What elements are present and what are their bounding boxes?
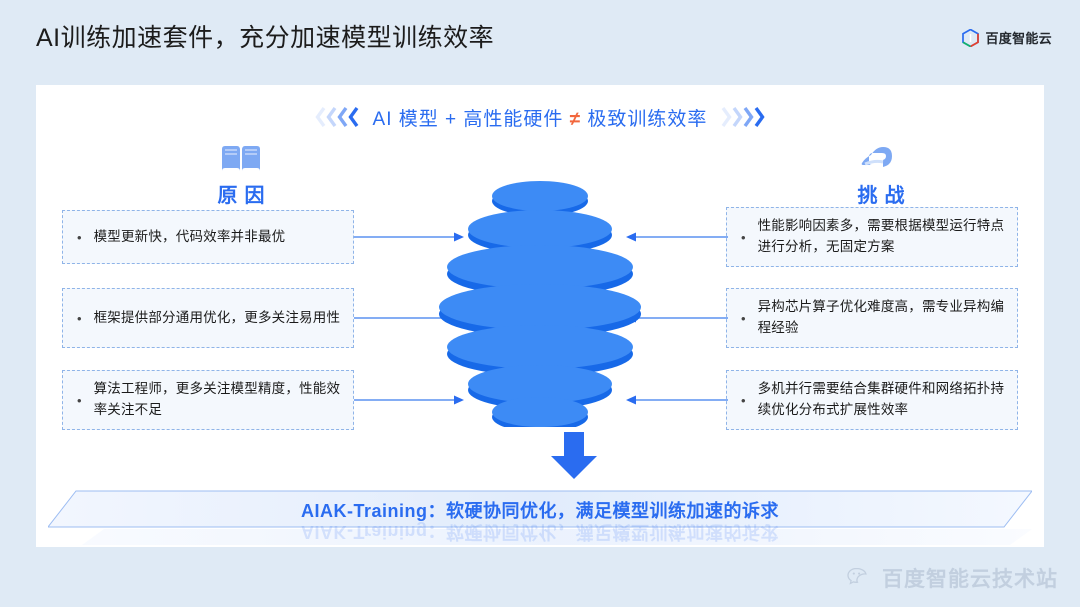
content-card: AI 模型 + 高性能硬件 ≠ 极致训练效率 原因 <box>36 85 1044 547</box>
column-head-challenges: 挑战 <box>796 142 966 208</box>
list-item-text: 多机并行需要结合集群硬件和网络拓扑持续优化分布式扩展性效率 <box>757 381 1005 417</box>
watermark: 百度智能云技术站 <box>847 563 1058 593</box>
list-item[interactable]: • 框架提供部分通用优化，更多关注易用性 <box>62 288 354 348</box>
ribbon-headline: AI 模型 + 高性能硬件 ≠ 极致训练效率 <box>373 104 708 131</box>
column-head-label-challenges: 挑战 <box>857 185 912 207</box>
arrow-right-icon <box>354 231 466 243</box>
list-item-text: 模型更新快，代码效率并非最优 <box>93 228 286 244</box>
summary-banner-caption-reflection: AIAK-Training：软硬协同优化，满足模型训练加速的诉求 <box>301 522 779 542</box>
double-chevron-right-icon <box>721 106 766 128</box>
slide-header: AI训练加速套件，充分加速模型训练效率 百度智能云 <box>0 0 1080 74</box>
stacked-disc-sphere-icon <box>434 179 646 432</box>
list-item[interactable]: • 算法工程师，更多关注模型精度，性能效率关注不足 <box>62 370 354 430</box>
ribbon-text-part2: 极致训练效率 <box>581 108 708 130</box>
list-item[interactable]: • 性能影响因素多，需要根据模型运行特点进行分析，无固定方案 <box>726 207 1018 267</box>
not-equal-symbol: ≠ <box>569 108 582 130</box>
list-item-text: 框架提供部分通用优化，更多关注易用性 <box>93 309 341 325</box>
flexed-arm-icon <box>796 142 966 174</box>
watermark-label: 百度智能云技术站 <box>882 568 1058 591</box>
brand-label: 百度智能云 <box>985 31 1052 46</box>
wechat-icon <box>847 567 867 585</box>
summary-banner-caption: AIAK-Training：软硬协同优化，满足模型训练加速的诉求 <box>301 501 779 521</box>
bullet-icon: • <box>741 229 746 245</box>
column-head-label-reasons: 原因 <box>217 185 272 207</box>
list-item-text: 性能影响因素多，需要根据模型运行特点进行分析，无固定方案 <box>757 218 1005 254</box>
bullet-icon: • <box>77 392 82 408</box>
bullet-icon: • <box>77 229 82 245</box>
brand-logo: 百度智能云 <box>962 28 1052 47</box>
list-item-text: 异构芯片算子优化难度高，需专业异构编程经验 <box>757 299 1005 335</box>
arrow-left-icon <box>624 394 728 406</box>
arrow-down-icon <box>544 432 604 480</box>
list-item[interactable]: • 异构芯片算子优化难度高，需专业异构编程经验 <box>726 288 1018 348</box>
double-chevron-left-icon <box>314 106 359 128</box>
list-item[interactable]: • 模型更新快，代码效率并非最优 <box>62 210 354 264</box>
page-title: AI训练加速套件，充分加速模型训练效率 <box>36 24 495 52</box>
bullet-icon: • <box>77 310 82 326</box>
open-book-icon <box>156 142 326 174</box>
bullet-icon: • <box>741 310 746 326</box>
bullet-icon: • <box>741 392 746 408</box>
arrow-right-icon <box>354 394 466 406</box>
summary-banner: AIAK-Training：软硬协同优化，满足模型训练加速的诉求 AIAK-Tr… <box>48 483 1032 545</box>
baidu-cloud-hexagon-icon <box>962 28 980 47</box>
list-item-text: 算法工程师，更多关注模型精度，性能效率关注不足 <box>93 381 341 417</box>
arrow-left-icon <box>624 231 728 243</box>
column-head-reasons: 原因 <box>156 142 326 208</box>
list-item[interactable]: • 多机并行需要结合集群硬件和网络拓扑持续优化分布式扩展性效率 <box>726 370 1018 430</box>
headline-ribbon: AI 模型 + 高性能硬件 ≠ 极致训练效率 <box>36 97 1044 137</box>
ribbon-text-part1: AI 模型 + 高性能硬件 <box>372 108 570 130</box>
